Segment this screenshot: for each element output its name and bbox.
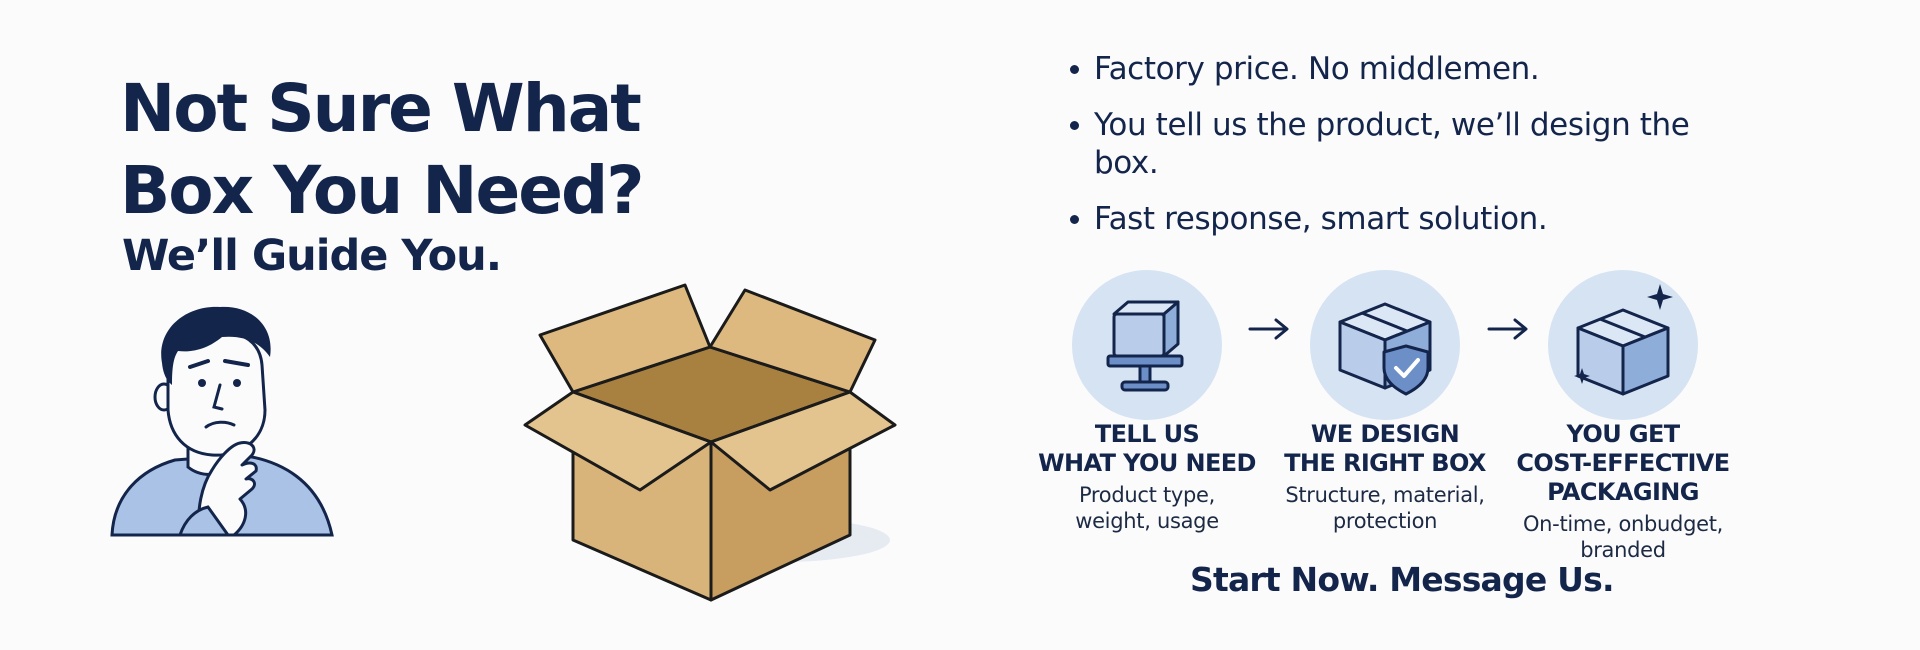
benefit-item: You tell us the product, we’ll design th…: [1068, 106, 1748, 182]
step-3-icon-circle: [1548, 270, 1698, 420]
step-1-icon-circle: [1072, 270, 1222, 420]
step-3-title: YOU GET: [1566, 420, 1680, 448]
step-3-title: COST-EFFECTIVE: [1516, 449, 1730, 477]
box-shield-icon: [1338, 302, 1432, 396]
step-2-text: WE DESIGN THE RIGHT BOX Structure, mater…: [1268, 420, 1502, 534]
step-3-title: PACKAGING: [1547, 478, 1699, 506]
thinking-person-illustration: [100, 295, 350, 540]
step-1-title: WHAT YOU NEED: [1038, 449, 1256, 477]
step-3-text: YOU GET COST-EFFECTIVE PACKAGING On-time…: [1506, 420, 1740, 563]
step-3-description: branded: [1580, 538, 1666, 562]
headline-line-2: Box You Need?: [120, 152, 645, 229]
headline: Not Sure What Box You Need?: [120, 68, 680, 232]
open-cardboard-box-illustration: [515, 280, 910, 610]
benefits-list: Factory price. No middlemen. You tell us…: [1068, 50, 1748, 256]
step-1-title: TELL US: [1094, 420, 1200, 448]
call-to-action: Start Now. Message Us.: [1190, 560, 1614, 599]
bullet-dot: [1070, 215, 1079, 224]
computer-box-icon: [1106, 300, 1184, 392]
arrow-right-icon: [1248, 317, 1292, 341]
step-2-description: protection: [1332, 509, 1438, 533]
subheadline: We’ll Guide You.: [122, 231, 502, 281]
step-2-description: Structure, material,: [1285, 483, 1485, 507]
arrow-right-icon: [1487, 317, 1531, 341]
bullet-dot: [1070, 65, 1079, 74]
step-1-description: Product type,: [1078, 483, 1216, 507]
step-1-description: weight, usage: [1075, 509, 1219, 533]
step-3-description: On-time, onbudget,: [1522, 512, 1724, 536]
step-2-icon-circle: [1310, 270, 1460, 420]
benefit-item: Fast response, smart solution.: [1068, 200, 1748, 238]
step-2-title: WE DESIGN: [1310, 420, 1460, 448]
step-1-text: TELL US WHAT YOU NEED Product type, weig…: [1030, 420, 1264, 534]
step-2-title: THE RIGHT BOX: [1284, 449, 1486, 477]
benefit-item: Factory price. No middlemen.: [1068, 50, 1748, 88]
headline-line-1: Not Sure What: [120, 70, 642, 147]
bullet-dot: [1070, 121, 1079, 130]
box-sparkle-icon: [1574, 284, 1673, 396]
